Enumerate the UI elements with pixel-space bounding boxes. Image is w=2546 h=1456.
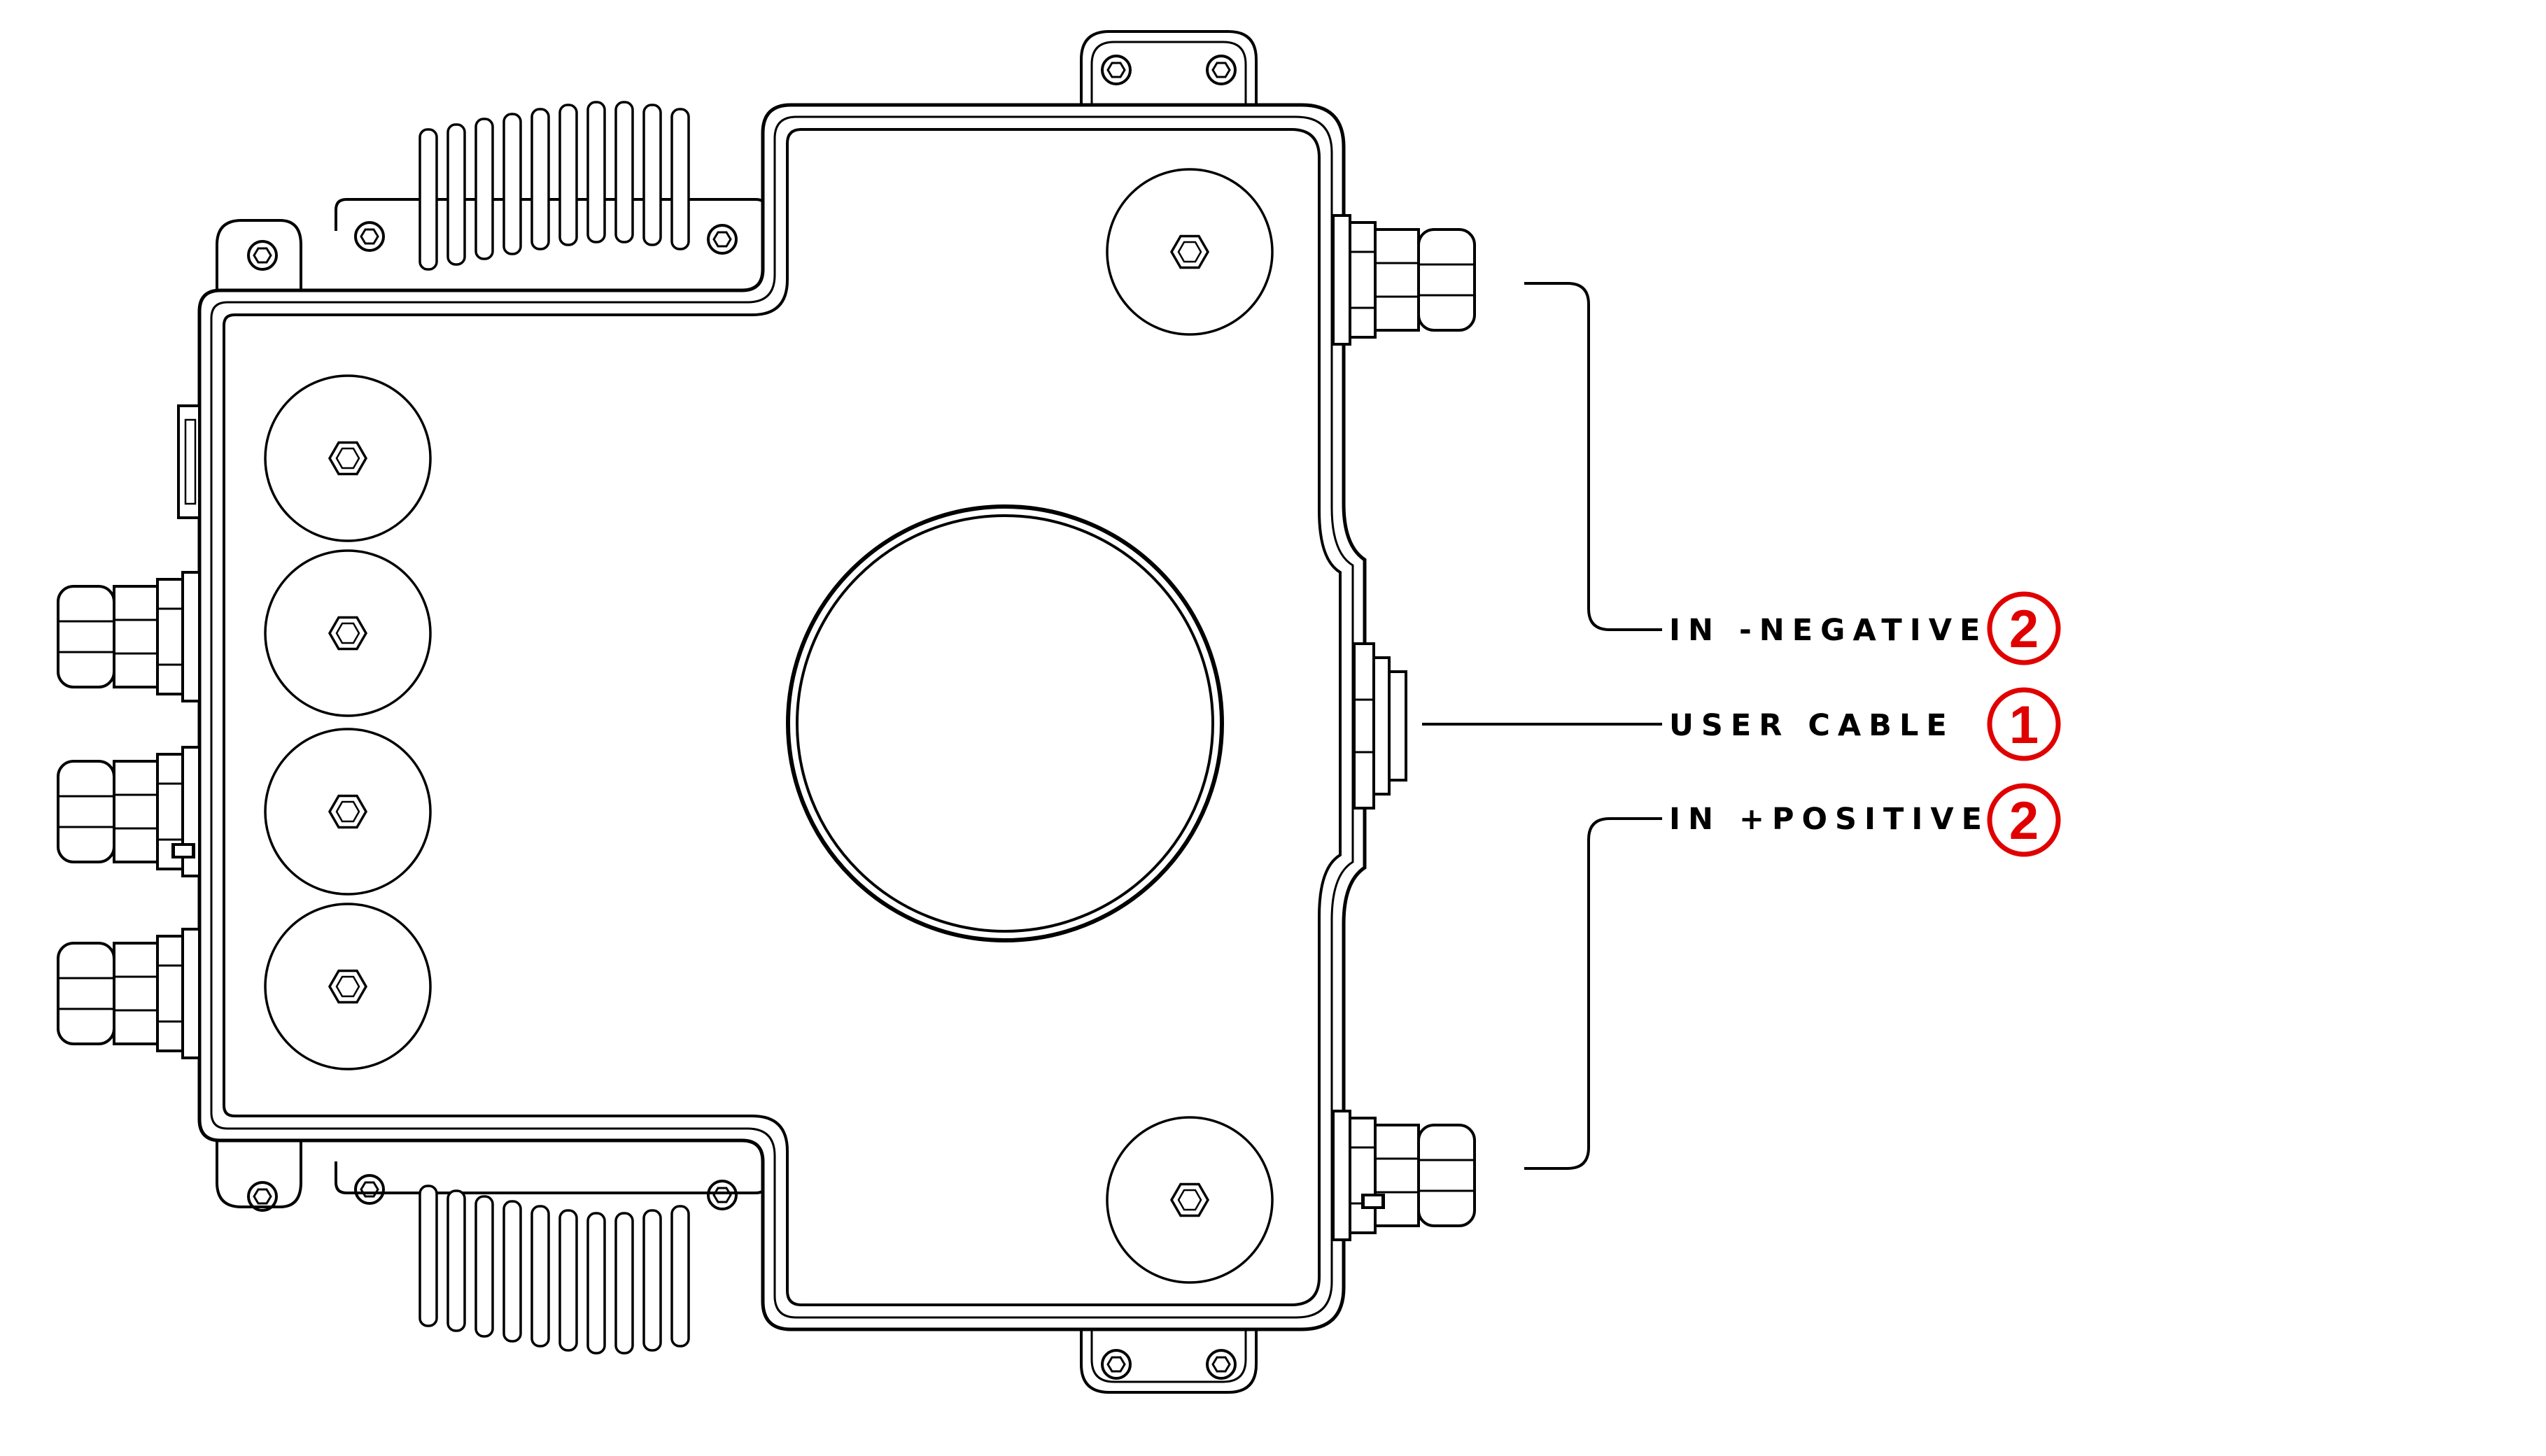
screw-cover-icon xyxy=(1106,168,1274,336)
leader-line-positive xyxy=(1524,817,1662,1170)
callout-badge-negative: 2 xyxy=(1987,591,2061,665)
callout-badge-user-cable: 1 xyxy=(1987,687,2061,761)
side-latch xyxy=(177,404,201,519)
housing-gasket-line xyxy=(210,115,1354,1319)
bottom-heatsink-fins xyxy=(419,1185,690,1355)
screw-cover-icon xyxy=(264,903,432,1070)
callout-number: 2 xyxy=(2009,600,2039,659)
screw-cover-icon xyxy=(264,728,432,896)
corner-ear-top-left xyxy=(216,219,302,295)
callout-label-user-cable: USER CABLE xyxy=(1669,708,1955,743)
corner-ear-bottom-left xyxy=(216,1132,302,1208)
screw-cover-icon xyxy=(264,549,432,717)
screw-cover-icon xyxy=(1106,1116,1274,1284)
leader-line-negative xyxy=(1524,282,1662,631)
top-mounting-lug xyxy=(1080,30,1258,105)
bottom-heatsink-base xyxy=(335,1161,768,1194)
top-heatsink-base xyxy=(335,198,768,231)
housing-lid-edge xyxy=(223,128,1342,1306)
cable-gland-left-1 xyxy=(57,571,201,702)
center-window xyxy=(786,504,1224,942)
top-heatsink-fins xyxy=(419,101,690,271)
callout-label-positive: IN +POSITIVE xyxy=(1669,802,1990,837)
callout-number: 2 xyxy=(2009,791,2039,851)
cable-gland-in-positive xyxy=(1333,1111,1475,1240)
housing-outer-edge xyxy=(197,103,1367,1331)
callout-badge-positive: 2 xyxy=(1987,783,2061,857)
user-cable-connector xyxy=(1353,642,1407,810)
cable-gland-in-negative xyxy=(1333,215,1475,344)
cable-gland-left-3 xyxy=(57,928,201,1059)
callout-number: 1 xyxy=(2009,695,2039,755)
screw-cover-icon xyxy=(264,374,432,542)
callout-label-negative: IN -NEGATIVE xyxy=(1669,613,1988,648)
